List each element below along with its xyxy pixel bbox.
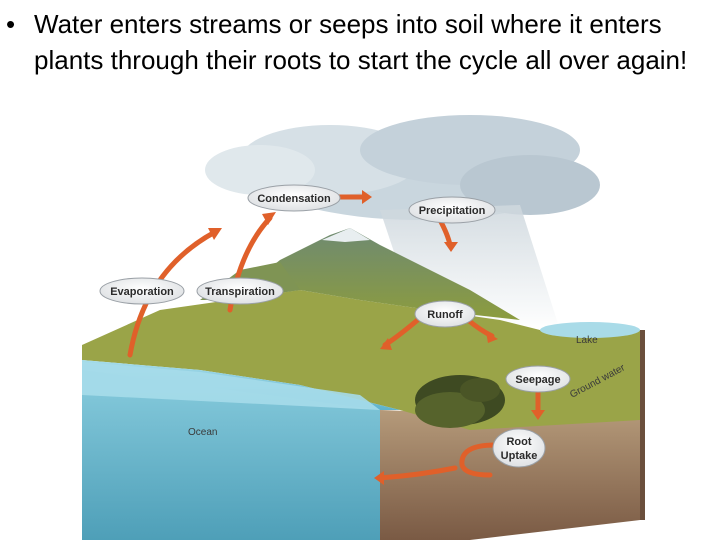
bullet-text-body: Water enters streams or seeps into soil … xyxy=(34,9,688,75)
label-seepage-text: Seepage xyxy=(515,374,560,386)
arrowhead-seepage xyxy=(531,410,545,420)
label-condensation: Condensation xyxy=(247,184,341,212)
arrowhead-runoff-left xyxy=(380,338,392,350)
arrowhead-transpiration xyxy=(262,212,276,225)
label-root-uptake-line1: Root xyxy=(506,436,531,448)
label-root-uptake-line2: Uptake xyxy=(501,450,538,462)
arrow-groundwater xyxy=(377,465,458,481)
label-condensation-text: Condensation xyxy=(257,193,331,205)
label-seepage: Seepage xyxy=(505,365,571,393)
bullet-marker: • xyxy=(6,9,16,39)
arrow-root-uptake xyxy=(459,442,498,478)
label-precipitation-text: Precipitation xyxy=(419,205,486,217)
label-transpiration: Transpiration xyxy=(196,277,284,305)
arrowhead-groundwater xyxy=(374,471,384,485)
arrowhead-condensation xyxy=(362,190,372,204)
mountain-snow xyxy=(322,228,370,242)
label-precipitation: Precipitation xyxy=(408,196,496,224)
arrowhead-evaporation xyxy=(208,228,222,240)
lake xyxy=(540,322,640,338)
label-evaporation-text: Evaporation xyxy=(110,286,174,298)
mountain xyxy=(230,228,520,320)
soil-side-right xyxy=(640,330,645,520)
label-evaporation: Evaporation xyxy=(99,277,185,305)
label-runoff-text: Runoff xyxy=(427,309,463,321)
label-lake: Lake xyxy=(576,335,598,346)
forest xyxy=(415,375,505,428)
label-transpiration-text: Transpiration xyxy=(205,286,275,298)
label-ocean: Ocean xyxy=(188,427,217,438)
label-root-uptake: Root Uptake xyxy=(492,428,546,468)
bullet-text: • Water enters streams or seeps into soi… xyxy=(6,6,718,78)
arrowhead-precipitation xyxy=(444,242,458,252)
ocean-top xyxy=(82,362,380,410)
arrowheads xyxy=(208,190,545,485)
arrowhead-runoff-right xyxy=(486,332,498,343)
soil-layer xyxy=(380,410,640,540)
cloud xyxy=(205,115,600,220)
label-runoff: Runoff xyxy=(414,300,476,328)
